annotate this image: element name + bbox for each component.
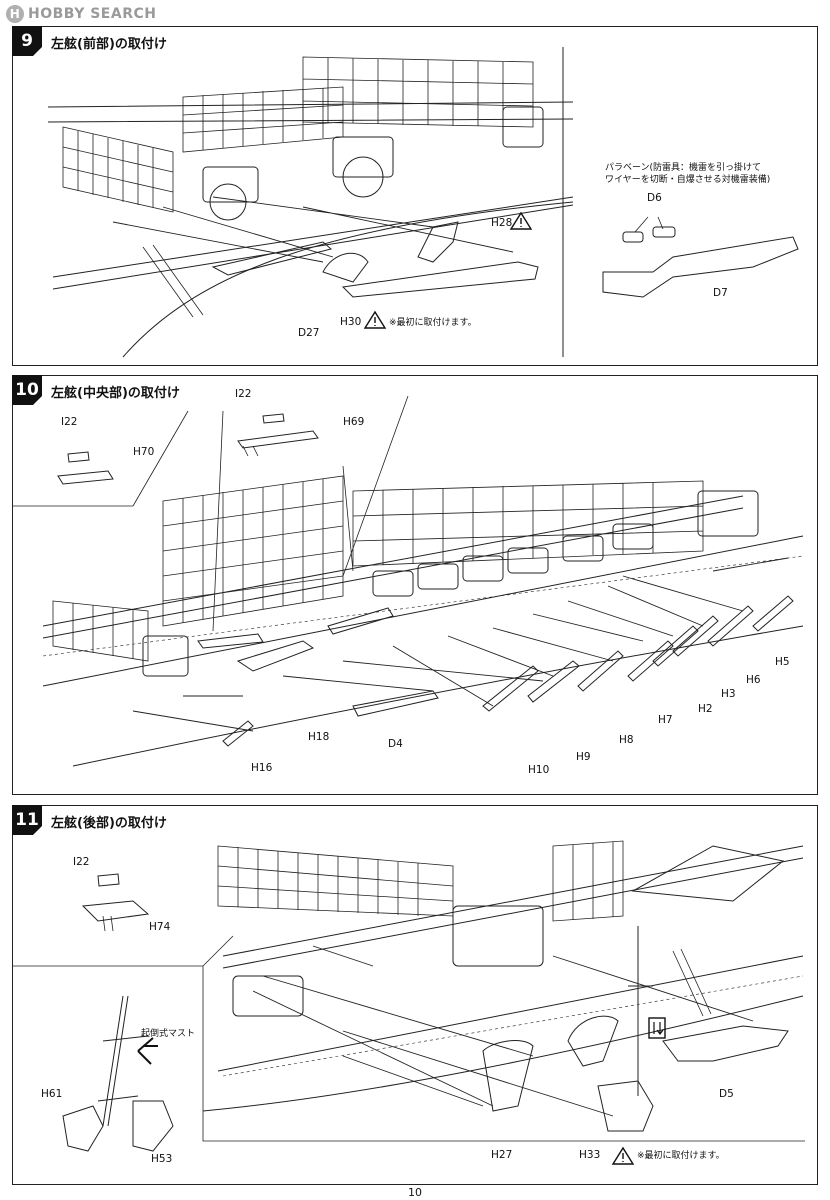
warning-triangle-icon [509, 211, 533, 230]
step-9-panel: 9 左舷(前部)の取付け [12, 26, 818, 366]
step-10-title: 左舷(中央部)の取付け [51, 386, 180, 401]
flip-arrow-icon [137, 1037, 158, 1065]
step-9-title: 左舷(前部)の取付け [51, 37, 167, 52]
part-label-h33: H33 [579, 1149, 601, 1161]
part-label-h70: H70 [133, 446, 155, 458]
step-11-title: 左舷(後部)の取付け [51, 816, 167, 831]
step-10-number: 10 [12, 375, 42, 405]
step-11-drawing [13, 840, 805, 1165]
part-label-h3: H3 [721, 688, 736, 700]
part-label-i22-a: I22 [61, 416, 78, 428]
step-9-note: ※最初に取付けます。 [389, 318, 477, 328]
part-label-d6: D6 [647, 192, 662, 204]
step-9-number: 9 [12, 26, 42, 56]
part-label-h16: H16 [251, 762, 273, 774]
part-label-h30: H30 [340, 316, 362, 328]
part-label-h7: H7 [658, 714, 673, 726]
part-label-d4: D4 [388, 738, 403, 750]
direction-arrow-icon [648, 1017, 666, 1039]
part-label-h28: H28 [491, 217, 513, 229]
part-label-h69: H69 [343, 416, 365, 428]
part-label-d5: D5 [719, 1088, 734, 1100]
paravane-desc-line1: パラベーン(防雷具：機雷を引っ掛けて [605, 163, 762, 173]
part-label-h8: H8 [619, 734, 634, 746]
paravane-desc-line2: ワイヤーを切断・自爆させる対機雷装備) [605, 175, 771, 185]
part-label-i22-b: I22 [235, 388, 252, 400]
step-10-drawing [13, 395, 804, 767]
part-label-h61: H61 [41, 1088, 63, 1100]
watermark: H HOBBY SEARCH [6, 4, 156, 24]
step-9-drawing [47, 47, 799, 358]
part-label-h27: H27 [491, 1149, 513, 1161]
mast-label: 起倒式マスト [141, 1029, 196, 1039]
watermark-text: HOBBY SEARCH [28, 6, 157, 22]
part-label-h2: H2 [698, 703, 713, 715]
step-11-note: ※最初に取付けます。 [637, 1151, 725, 1161]
part-label-h74: H74 [149, 921, 171, 933]
part-label-h6: H6 [746, 674, 761, 686]
part-label-h5: H5 [775, 656, 790, 668]
step-11-panel: 11 左舷(後部)の取付け [12, 805, 818, 1185]
part-label-h53: H53 [151, 1153, 173, 1165]
step-11-number: 11 [12, 805, 42, 835]
part-label-h10: H10 [528, 764, 550, 776]
step-10-panel: 10 左舷(中央部)の取付け [12, 375, 818, 795]
part-label-h18: H18 [308, 731, 330, 743]
part-label-h9: H9 [576, 751, 591, 763]
part-label-i22: I22 [73, 856, 90, 868]
part-label-d7: D7 [713, 287, 728, 299]
part-label-d27: D27 [298, 327, 320, 339]
warning-triangle-icon [611, 1146, 635, 1165]
page-number: 10 [408, 1186, 422, 1199]
warning-triangle-icon [363, 310, 387, 329]
watermark-badge: H [6, 5, 24, 23]
